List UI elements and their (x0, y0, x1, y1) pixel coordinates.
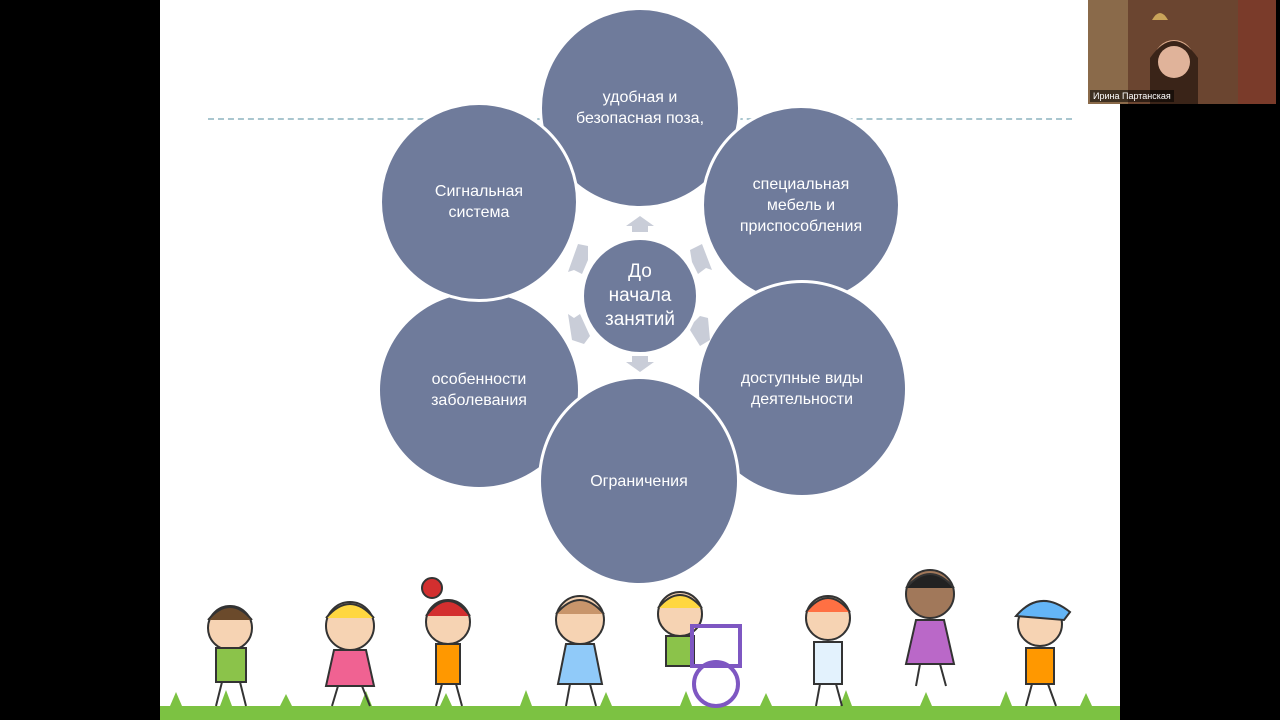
circle-bottom-left: особенности заболевания (377, 290, 581, 490)
participant-name-label: Ирина Партанская (1090, 90, 1174, 102)
participant-video[interactable]: Ирина Партанская (1088, 0, 1276, 104)
kid-1 (207, 605, 253, 707)
presentation-slide: удобная и безопасная поза, специальная м… (160, 0, 1120, 720)
circle-bottom-right: доступные виды деятельности (696, 280, 908, 498)
arrow-up-icon (626, 216, 654, 232)
arrow-upper-left-icon (568, 244, 588, 274)
circle-bottom: Ограничения (538, 376, 740, 586)
children-illustration (160, 569, 1120, 720)
circle-top-right: специальная мебель и приспособления (701, 105, 901, 305)
kid-7 (904, 569, 956, 687)
arrow-down-icon (626, 356, 654, 372)
kid-5 (657, 591, 742, 708)
kid-6 (805, 595, 851, 707)
participant-video-frame (1088, 0, 1276, 104)
kid-8 (1013, 599, 1072, 707)
kid-2 (324, 601, 376, 707)
arrow-upper-right-icon (690, 244, 712, 274)
kid-3 (421, 577, 471, 707)
circle-top-left: Сигнальная система (379, 102, 579, 302)
kid-4 (555, 595, 605, 707)
center-circle: До начала занятий (581, 237, 699, 355)
